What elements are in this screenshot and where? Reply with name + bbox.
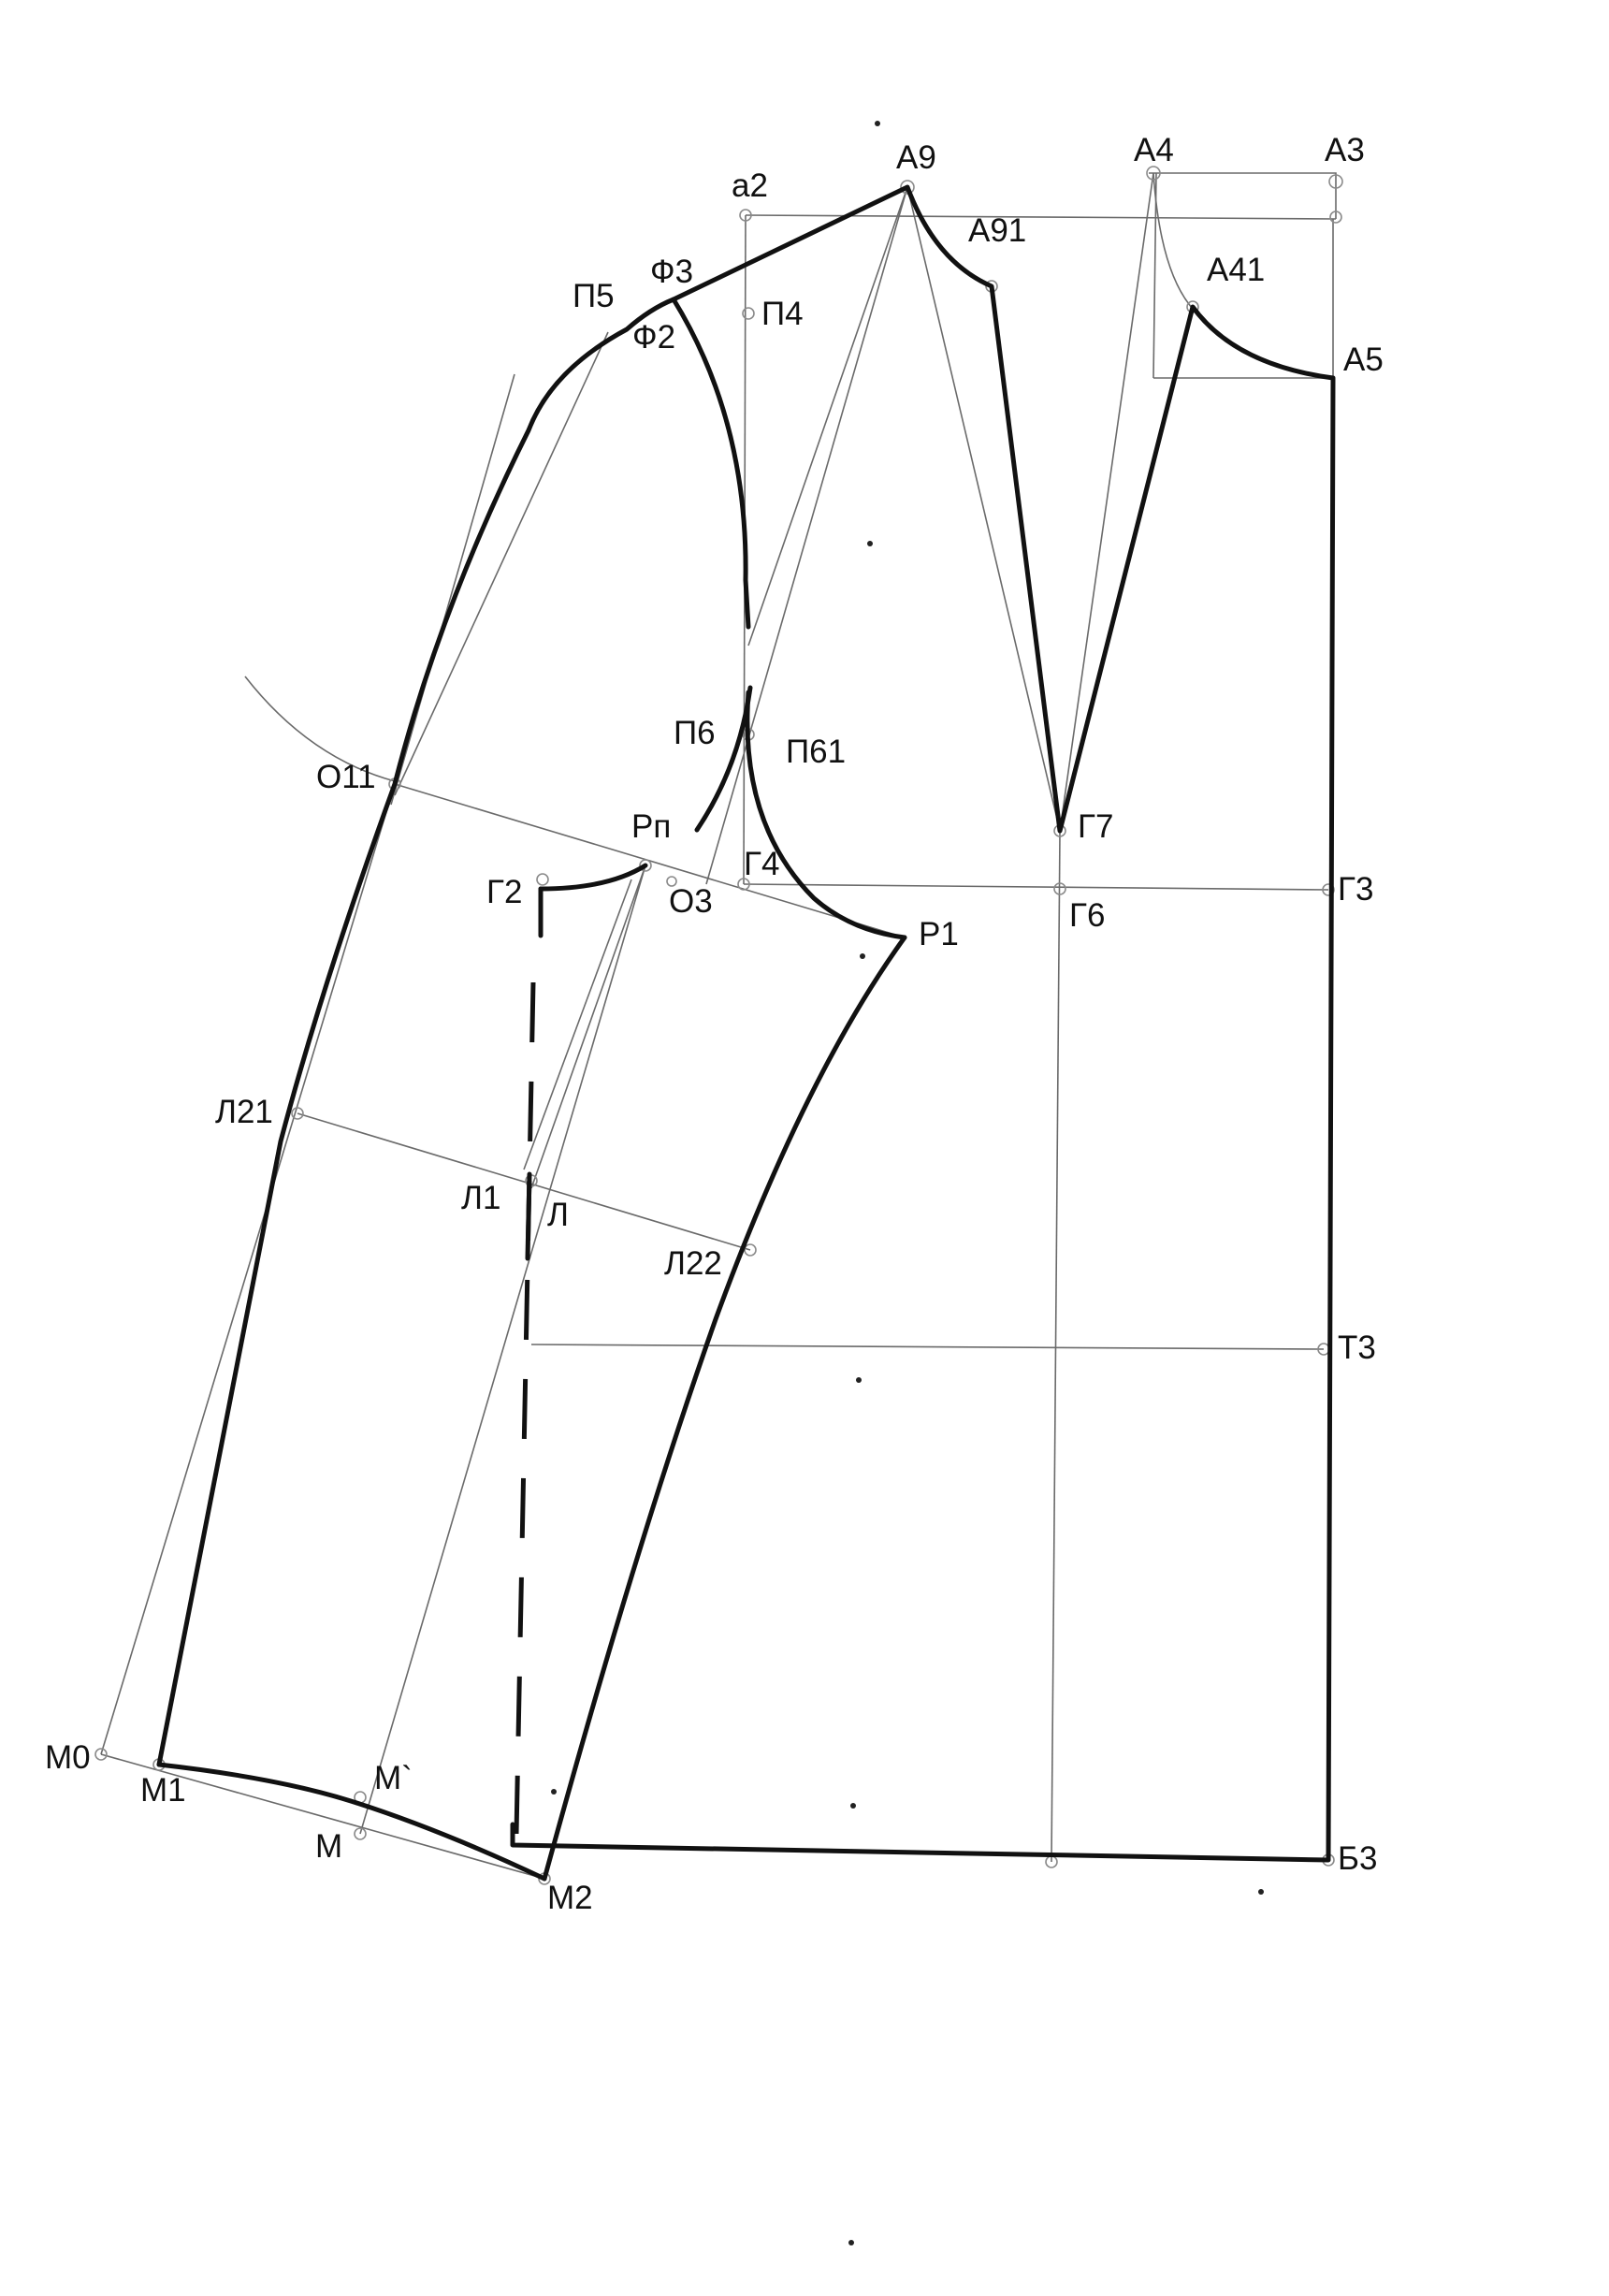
label-a2: а2 [732, 167, 768, 204]
label-F3: Ф3 [650, 254, 693, 290]
label-A5: А5 [1343, 341, 1384, 378]
point-labels: А9 А4 А3 а2 А91 А41 А5 Ф3 П5 Ф2 П4 П6 П6… [45, 132, 1384, 1916]
label-L22: Л22 [664, 1245, 722, 1282]
label-Mprime: М` [374, 1760, 413, 1796]
label-O11: О11 [316, 759, 376, 795]
label-G3: Г3 [1338, 871, 1373, 908]
pattern-outline [156, 184, 1336, 1882]
label-P61: П61 [786, 734, 846, 770]
label-G4: Г4 [744, 846, 779, 882]
label-A41: А41 [1207, 252, 1265, 288]
label-L: Л [547, 1197, 569, 1233]
label-A3: А3 [1325, 132, 1365, 168]
label-F2: Ф2 [632, 319, 675, 356]
label-P5: П5 [573, 278, 615, 314]
label-M0: М0 [45, 1739, 91, 1776]
label-M: М [315, 1828, 342, 1865]
label-P4: П4 [761, 296, 804, 332]
label-G2: Г2 [486, 874, 522, 910]
label-L1: Л1 [461, 1180, 500, 1216]
construction-lines [94, 166, 1343, 1885]
label-M2: М2 [547, 1880, 593, 1916]
label-L21: Л21 [215, 1094, 273, 1130]
label-Rp: Рп [631, 808, 671, 845]
label-A91: А91 [968, 212, 1026, 249]
label-T3: Т3 [1338, 1330, 1376, 1366]
label-P6: П6 [674, 715, 716, 751]
label-M1: М1 [140, 1772, 186, 1809]
label-R1: Р1 [919, 916, 959, 952]
label-O3: О3 [669, 883, 713, 920]
label-G7: Г7 [1078, 808, 1113, 845]
label-G6: Г6 [1069, 897, 1105, 934]
label-A4: А4 [1134, 132, 1174, 168]
label-B3: Б3 [1338, 1840, 1377, 1877]
label-A9: А9 [896, 139, 936, 176]
stray-dots [551, 121, 1264, 2245]
